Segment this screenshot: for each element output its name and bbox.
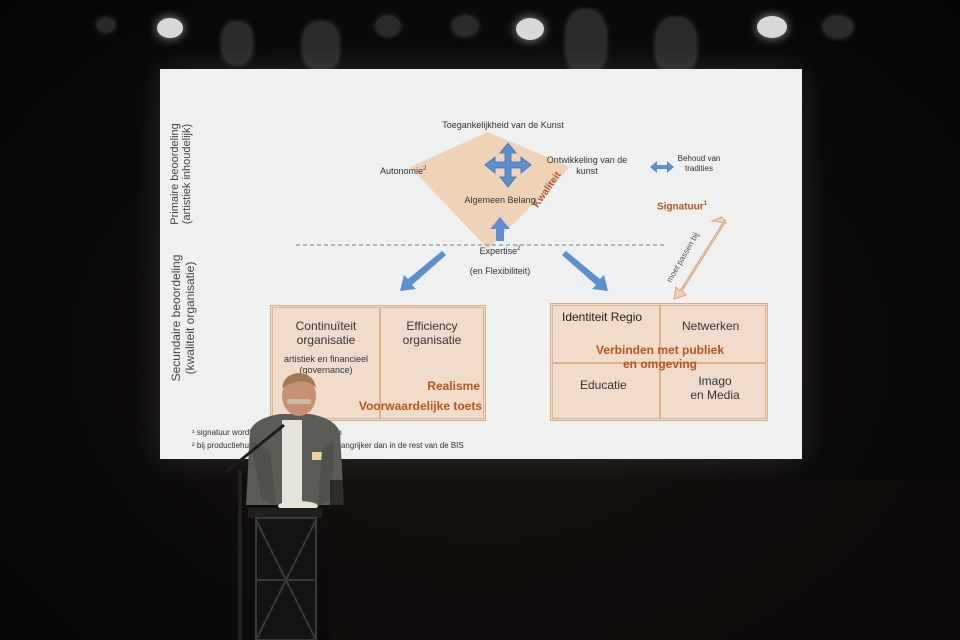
four-way-arrow-icon — [484, 142, 532, 188]
down-right-arrow-icon — [562, 251, 608, 291]
efficiency-cell — [380, 307, 484, 419]
ceiling-lamp — [222, 22, 252, 64]
down-left-arrow-icon — [400, 251, 446, 291]
left-label-text: Autonomie — [380, 166, 424, 176]
ceiling-lamp — [303, 22, 339, 70]
bottom-sub-label: (en Flexibiliteit) — [469, 266, 531, 276]
ceiling-lamp — [97, 18, 115, 32]
left-label-sup: 2 — [423, 166, 427, 172]
education-cell — [552, 363, 660, 419]
center-label: Algemeen Belang — [464, 195, 536, 205]
ceiling-lamp — [823, 16, 853, 38]
image-media-cell — [660, 363, 766, 419]
right-label: Ontwikkeling van de kunst — [546, 155, 628, 176]
verbinden-label: Verbinden met publiek en omgeving — [595, 343, 725, 372]
bottom-label: Expertise2 — [460, 246, 540, 257]
left-label: Autonomie2 — [380, 166, 426, 177]
image-media-label: Imago en Media — [690, 374, 740, 403]
ceiling-lamp — [566, 10, 606, 74]
signatuur-label-text: Signatuur — [657, 201, 704, 213]
diagram-graphics — [296, 132, 728, 300]
identity-label: Identiteit Regio — [562, 310, 643, 324]
realisme-label: Realisme — [427, 379, 480, 393]
ceiling-lamp — [376, 16, 400, 36]
ceiling-lamp — [157, 18, 183, 38]
top-label: Toegankelijkheid van de Kunst — [442, 120, 564, 130]
continuity-title: Continuïteit organisatie — [295, 319, 357, 348]
footnote-1: ¹ signatuur wordt zelf (autonoom) gekoze… — [192, 428, 342, 437]
ceiling-lamp — [452, 16, 478, 36]
ceiling-lamp — [516, 18, 544, 40]
up-arrow-icon — [490, 217, 510, 241]
bottom-label-text: Expertise — [479, 246, 518, 256]
double-arrow-icon — [650, 161, 674, 173]
projection-screen: Primaire beoordeling (artistiek inhoudel… — [160, 69, 802, 459]
voorwaardelijke-label: Voorwaardelijke toets — [358, 399, 482, 413]
diagonal-double-arrow-icon — [673, 216, 728, 300]
ceiling-lamp — [757, 16, 787, 38]
diamond-shape — [410, 132, 570, 249]
behoud-label: Behoud van tradities — [677, 154, 721, 173]
footnote-2: ² bij productiehuizen is autonomie veel … — [192, 441, 464, 450]
ceiling-lamp — [656, 18, 696, 74]
education-label: Educatie — [580, 378, 627, 392]
identity-cell — [552, 305, 660, 363]
efficiency-title: Efficiency organisatie — [402, 319, 462, 348]
lectern — [238, 470, 322, 640]
network-cell — [660, 305, 766, 363]
signatuur-label: Signatuur1 — [657, 201, 707, 213]
continuity-sub: artistiek en financieel (governance) — [283, 354, 369, 375]
signatuur-label-sup: 1 — [703, 201, 708, 207]
network-label: Netwerken — [682, 319, 740, 333]
bottom-label-sup: 2 — [517, 246, 521, 252]
